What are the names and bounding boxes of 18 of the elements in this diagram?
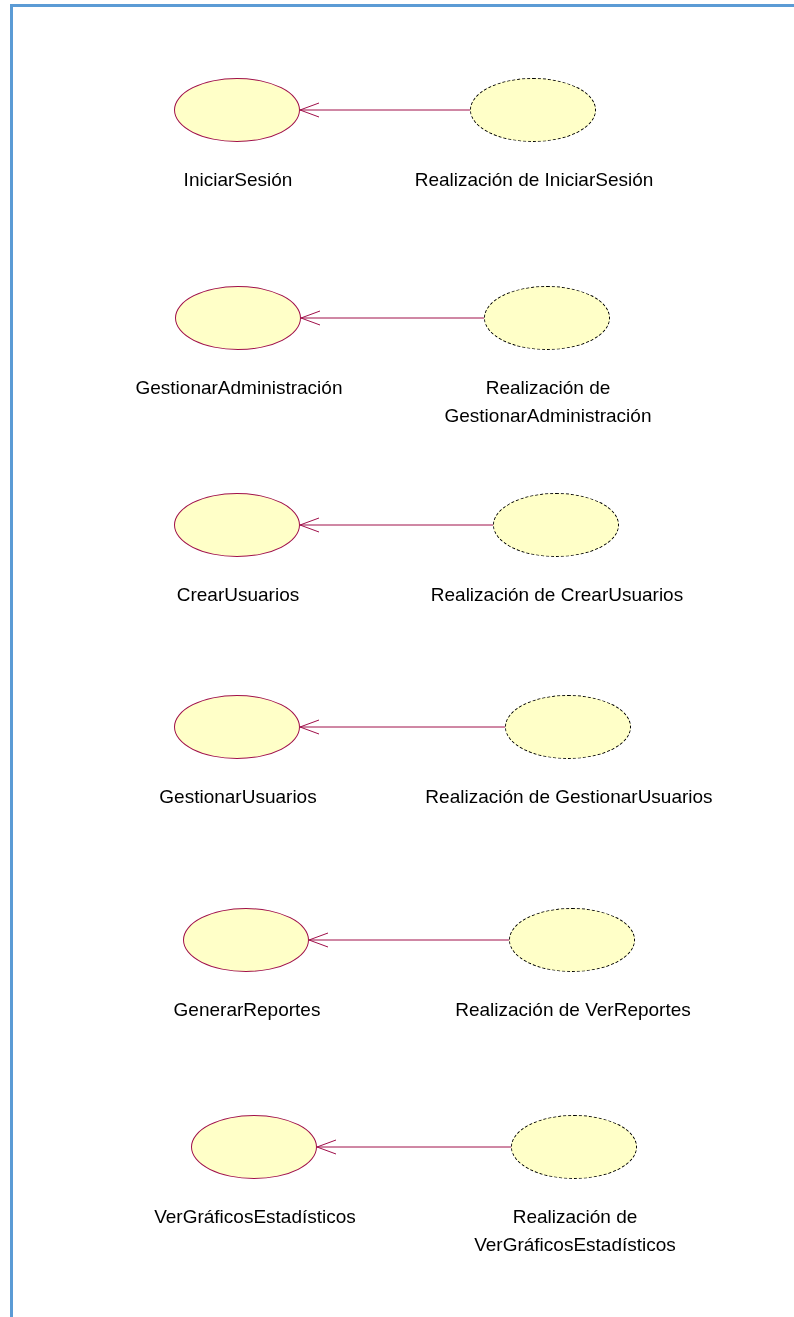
use-case-name: CrearUsuarios [175,583,301,607]
dependency-arrow [300,310,485,326]
dependency-arrow [299,719,506,735]
use-case-name: VerGráficosEstadísticos [153,1205,357,1229]
use-case-name: Realización de VerReportes [454,998,692,1022]
dependency-arrow [316,1139,512,1155]
use-case-name: GenerarReportes [172,998,322,1022]
dependency-arrow [299,517,494,533]
use-case-name: Realización de IniciarSesión [413,168,655,192]
use-case-name: IniciarSesión [182,168,294,192]
use-case-name: GestionarAdministración [134,376,344,400]
use-case-name: Realización de CrearUsuarios [429,583,685,607]
use-case-name: Realización de VerGráficosEstadísticos [473,1205,677,1257]
dependency-arrow [299,102,471,118]
dependency-arrow [308,932,510,948]
use-case-name: Realización de GestionarAdministración [443,376,653,428]
use-case-name: GestionarUsuarios [158,785,318,809]
use-case-name: Realización de GestionarUsuarios [424,785,714,809]
